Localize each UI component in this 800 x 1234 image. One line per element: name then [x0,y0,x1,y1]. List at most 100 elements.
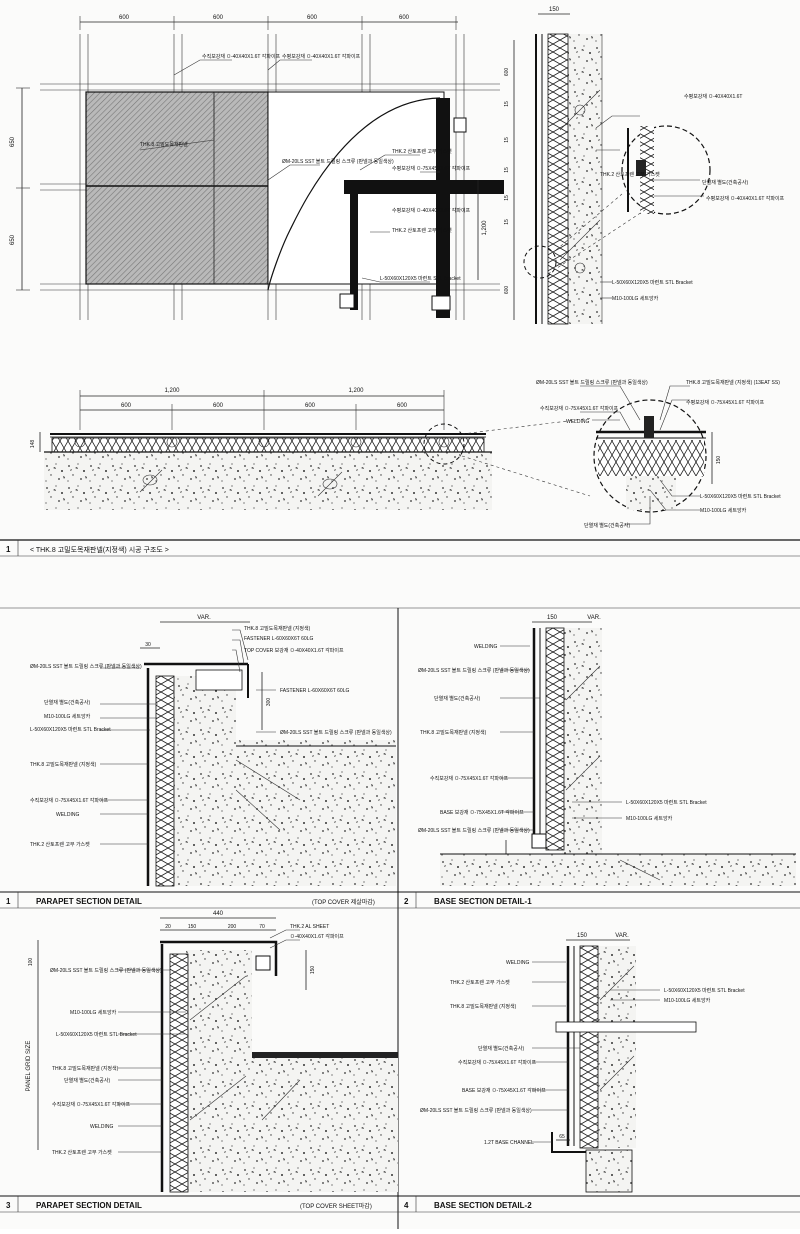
detail-3-label-7: 단열재 별도(건축공사) [64,1077,110,1084]
detail-4-label-4: L-50X60X120X5 마련트 STL Bracket [664,987,745,994]
top-section-label-insulation: 단열재 별도(건축공사) [702,179,748,186]
detail-4-label-10: 1.2T BASE CHANNEL [484,1140,534,1146]
plan-dim-top-3: 600 [307,15,318,21]
detail-4-base: 150 VAR. 65 WELDING THK.2 산토프렌 고무 가스켓 TH… [404,933,745,1210]
detail-2-title: BASE SECTION DETAIL-1 [434,897,532,906]
detail-1-label-3: TOP COVER 보강재 ㅁ-40X40X1.6T 각파이프 [244,647,344,654]
top-section-label-horizontal: 수평보강재 ㅁ-40X40X1.6T [684,93,742,100]
detail-1-label-8: FASTENER L-60X60X6T 60LG [280,688,349,694]
mid-label-vertical: 수직보강재 ㅁ-75X45X1.6T 각파이프 [540,405,619,412]
mid-label-anchor: M10-100LG 세트앙카 [700,507,747,514]
detail-3-label-6: THK.8 고밀도목재판넬 (지정색) [52,1065,119,1072]
detail-3-title: PARAPET SECTION DETAIL [36,1201,142,1210]
top-section-dim-v3: 15 [504,137,510,143]
detail-3-label-4: M10-100LG 세트앙카 [70,1009,117,1016]
plan-label-horizontal-stiffener: 수평보강재 ㅁ-40X40X1.6T 각파이프 [282,53,361,60]
detail-1-label-13: THK.2 산토프렌 고무 가스켓 [30,841,90,848]
detail-3-label-1: THK.2 AL SHEET [290,924,329,930]
detail-2-label-1: WELDING [474,644,497,650]
detail-4-label-1: WELDING [506,960,529,966]
plan-label-gasket: THK.2 산토프렌 고무 가스켓 [392,148,452,155]
detail-3-parapet: 440 20 150 200 70 100 150 PANEL GRID SIZ… [6,911,398,1210]
section-title-number: 1 [6,545,11,554]
detail-3-dim-200: 200 [228,924,237,930]
detail-1-label-2: FASTENER L-60X60X6T 60LG [244,636,313,642]
detail-4-label-7: 수직보강재 ㅁ-75X45X1.6T 각파이프 [458,1059,537,1066]
detail-1-label-12: WELDING [56,812,79,818]
detail-2-label-7: ØM-20LS SST 볼트 드릴링 스크류 (판넬과 동일색상) [418,827,530,834]
mid-dim-outer-1: 1,200 [164,388,180,394]
detail-3-label-3: ØM-20LS SST 볼트 드릴링 스크류 (판넬과 동일색상) [50,967,162,974]
plan-label-horizontal-75: 수평보강재 ㅁ-75X45X1.6T 각파이프 [392,165,471,172]
detail-3-dim-150: 150 [188,924,197,930]
plan-label-screw: ØM-20LS SST 볼트 드릴링 스크류 (판넬과 동일색상) [282,158,394,165]
plan-label-horizontal-40: 수평보강재 ㅁ-40X40X1.6T 각파이프 [392,207,471,214]
top-section-dim-v5: 15 [504,195,510,201]
detail-1-label-5: 단열재 별도(건축공사) [44,699,90,706]
detail-4-title: BASE SECTION DETAIL-2 [434,1201,532,1210]
section-title-text: < THK.8 고밀도목재판넬(지정색) 시공 구조도 > [30,545,169,554]
mid-dim-inner-2: 600 [213,403,224,409]
detail-3-note: (TOP COVER SHEET마감) [300,1202,372,1210]
detail-2-label-6: BASE 보강재 ㅁ-75X45X1.6T 각파이프 [440,809,524,816]
detail-4-number: 4 [404,1201,409,1210]
mid-label-panel: THK.8 고밀도목재판넬 (지정색) (13EAT SS) [686,379,780,386]
top-section-dim-v7: 600 [504,286,510,295]
detail-4-dim-150: 150 [577,933,588,939]
panel-elevation-plan: 600 600 600 600 650 650 [10,15,504,320]
detail-3-label-2: ㅁ-40X40X1.6T 각파이프 [290,933,344,940]
detail-3-label-8: 수직보강재 ㅁ-75X45X1.6T 각파이프 [52,1101,131,1108]
detail-4-label-8: BASE 보강재 ㅁ-75X45X1.6T 각파이프 [462,1087,546,1094]
mid-label-welding: WELDING [566,419,589,425]
detail-1-dim-30: 30 [145,642,151,648]
mid-label-bracket: L-50X60X120X5 마련트 STL Bracket [700,493,781,500]
mid-dim-inner-4: 600 [397,403,408,409]
detail-grid [0,607,800,1229]
plan-dim-left-2: 650 [10,234,16,245]
detail-2-dim-var: VAR. [587,615,601,621]
detail-2-label-3: 단열재 별도(건축공사) [434,695,480,702]
plan-dim-top-4: 600 [399,15,410,21]
detail-1-parapet: VAR. 30 300 THK.8 고밀도목재판넬 (지정색) [6,615,396,906]
detail-3-label-10: THK.2 산토프렌 고무 가스켓 [52,1149,112,1156]
top-section-dim-v1: 600 [504,68,510,77]
mid-label-horizontal: 수평보강재 ㅁ-75X45X1.6T 각파이프 [686,399,765,406]
detail-1-label-1: THK.8 고밀도목재판넬 (지정색) [244,625,311,632]
mid-detail-dim: 150 [716,456,722,465]
plan-label-panel: THK.8 고밀도목재판넬 [140,141,188,148]
detail-2-label-8: L-50X60X120X5 마련트 STL Bracket [626,799,707,806]
top-section-label-bracket: L-50X60X120X5 마련트 STL Bracket [612,279,693,286]
detail-2-label-5: 수직보강재 ㅁ-75X45X1.6T 각파이프 [430,775,509,782]
detail-2-label-9: M10-100LG 세트앙카 [626,815,673,822]
wall-section-top: 150 600 15 15 15 15 15 600 수평보강 [504,7,785,325]
detail-1-dim-300: 300 [266,698,272,707]
detail-3-side-label: PANEL GRID SIZE [26,1041,32,1092]
detail-2-dim-150: 150 [547,615,558,621]
mid-dim-outer-2: 1,200 [348,388,364,394]
panel-hatched [85,91,269,285]
detail-1-label-9: ØM-20LS SST 볼트 드릴링 스크류 (판넬과 동일색상) [280,729,392,736]
detail-4-label-2: THK.2 산토프렌 고무 가스켓 [450,979,510,986]
top-section-dim-v4: 15 [504,167,510,173]
plan-dim-right: 1,200 [482,220,488,236]
detail-1-label-7: L-50X60X120X5 마련트 STL Bracket [30,726,111,733]
top-section-dim-v2: 15 [504,101,510,107]
detail-3-dim-100: 100 [28,958,34,967]
plan-label-bracket: L-50X60X120X5 마련트 STL Bracket [380,275,461,282]
detail-1-label-10: THK.8 고밀도목재판넬 (지정색) [30,761,97,768]
detail-2-number: 2 [404,897,409,906]
section-title-bar: 1 < THK.8 고밀도목재판넬(지정색) 시공 구조도 > [0,539,800,557]
mid-dim-inner-3: 600 [305,403,316,409]
detail-3-dim-440: 440 [213,911,224,917]
detail-2-label-2: ØM-20LS SST 볼트 드릴링 스크류 (판넬과 동일색상) [418,667,530,674]
plan-dim-top-1: 600 [119,15,130,21]
detail-1-label-6: M10-100LG 세트앙카 [44,713,91,720]
detail-3-dim-150-right: 150 [310,966,316,975]
top-section-dim-150: 150 [549,7,560,13]
top-section-label-anchor: M10-100LG 세트앙카 [612,295,659,302]
top-section-label-gasket: THK.2 산토프렌 고무 가스켓 [600,171,660,178]
plan-dim-top-2: 600 [213,15,224,21]
detail-4-label-5: M10-100LG 세트앙카 [664,997,711,1004]
detail-1-label-11: 수직보강재 ㅁ-75X45X1.6T 각파이프 [30,797,109,804]
